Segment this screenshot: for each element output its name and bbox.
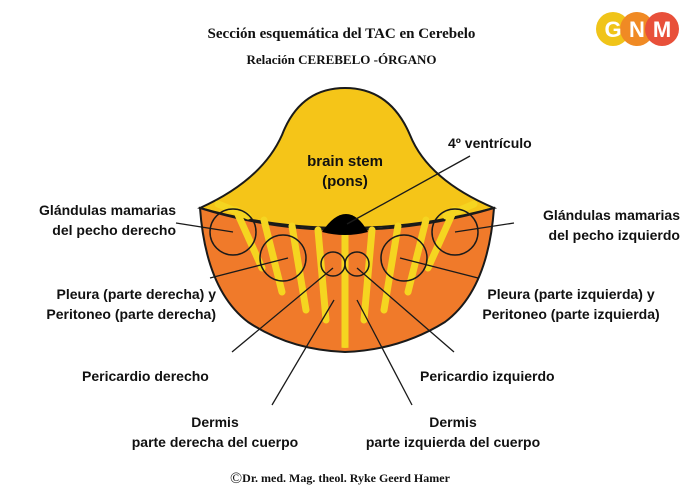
pointer-pleura-izq [399, 257, 479, 279]
label-pericardio-der: Pericardio derecho [82, 368, 209, 384]
glandula-izquierda-circle [431, 208, 479, 256]
brain-stem-label: brain stem [307, 153, 383, 170]
diagram-title: Sección esquemática del TAC en Cerebelo [207, 26, 476, 42]
logo-circle-n [620, 12, 654, 46]
label-pleura-izq-line1: Pleura (parte izquierda) y [487, 286, 655, 302]
pointer-glandula-der [175, 222, 234, 233]
credit-text: Dr. med. Mag. theol. Ryke Geerd Hamer [242, 471, 450, 485]
pointer-glandula-izq [454, 222, 515, 233]
pointer-pericardio-der [231, 267, 334, 353]
copyright-credit: ©Dr. med. Mag. theol. Ryke Geerd Hamer [230, 470, 450, 488]
label-glandulas-izq: Glándulas mamarias del pecho izquierdo [500, 205, 680, 245]
pointer-ventriculo [346, 155, 471, 225]
pointer-dermis-der [271, 299, 335, 406]
diagram-subtitle: Relación CEREBELO -ÓRGANO [246, 52, 437, 67]
pericardio-izquierdo-circle [344, 251, 370, 277]
logo-letter-m: M [653, 17, 671, 42]
copyright-icon: © [230, 470, 243, 487]
label-pericardio-izq: Pericardio izquierdo [420, 368, 555, 384]
logo-letter-n: N [629, 17, 645, 42]
stripes [214, 200, 478, 348]
pointer-pericardio-izq [356, 267, 455, 353]
glandula-derecha-circle [209, 208, 257, 256]
pointer-pleura-der [209, 257, 289, 279]
label-dermis-der: Dermis parte derecha del cuerpo [100, 412, 330, 452]
stripe [360, 226, 376, 324]
stripe [288, 222, 310, 314]
pleura-izquierda-circle [380, 234, 428, 282]
label-ventriculo: 4º ventrículo [448, 135, 532, 151]
label-glandulas-der-line2: del pecho derecho [52, 222, 176, 238]
logo-circle-m [645, 12, 679, 46]
label-dermis-izq-line1: Dermis [429, 414, 477, 430]
label-glandulas-izq-line1: Glándulas mamarias [543, 207, 680, 223]
label-dermis-izq-line2: parte izquierda del cuerpo [365, 434, 541, 450]
label-dermis-der-line2: parte derecha del cuerpo [131, 434, 299, 450]
label-pleura-izq: Pleura (parte izquierda) y Peritoneo (pa… [466, 284, 676, 324]
pointer-lines [175, 155, 515, 406]
label-pleura-der: Pleura (parte derecha) y Peritoneo (part… [0, 284, 216, 324]
pointer-dermis-izq [356, 299, 413, 406]
label-dermis-der-line1: Dermis [191, 414, 239, 430]
stripe [232, 206, 266, 272]
pleura-derecha-circle [259, 234, 307, 282]
label-glandulas-der-line1: Glándulas mamarias [39, 202, 176, 218]
logo-circle-g [596, 12, 630, 46]
label-dermis-izq: Dermis parte izquierda del cuerpo [338, 412, 568, 452]
label-glandulas-izq-line2: del pecho izquierdo [548, 227, 680, 243]
stripe [424, 206, 458, 272]
logo-letter-g: G [604, 17, 621, 42]
organ-circles [209, 208, 479, 282]
stripe [314, 226, 330, 324]
label-pleura-der-line1: Pleura (parte derecha) y [56, 286, 216, 302]
gnm-logo: G N M [596, 12, 679, 46]
label-pleura-der-line2: Peritoneo (parte derecha) [46, 306, 216, 322]
label-glandulas-der: Glándulas mamarias del pecho derecho [0, 200, 176, 240]
stripe [380, 222, 402, 314]
label-pleura-izq-line2: Peritoneo (parte izquierda) [482, 306, 660, 322]
pons-label: (pons) [322, 173, 368, 190]
